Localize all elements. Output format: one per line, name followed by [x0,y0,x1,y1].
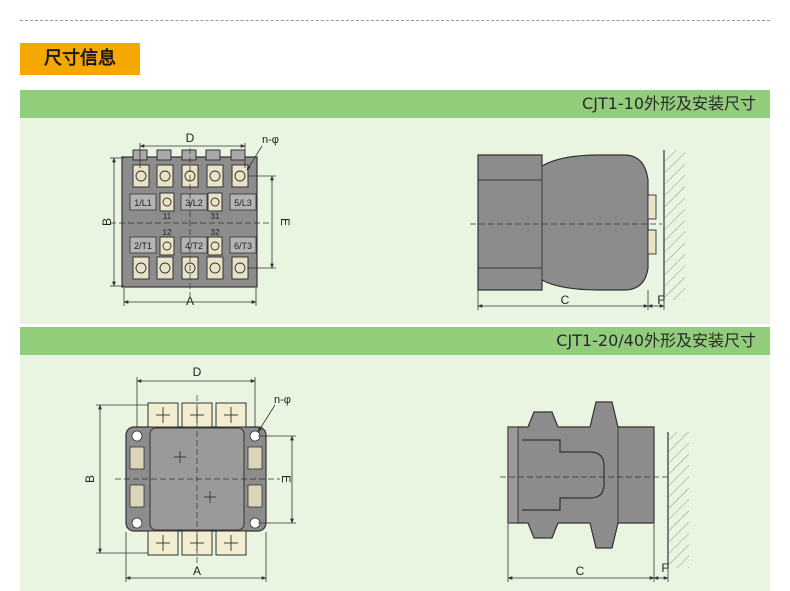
screw-heads [135,170,246,274]
side-flange [507,426,519,524]
dimension-label-f: F [657,293,664,307]
terminal-label: 4/T2 [185,241,203,251]
top-dashed-rule [20,20,770,21]
terminal-label: 3/L2 [185,198,203,208]
dimension-label-c: C [576,564,585,578]
cjt1-10-side-view: C F [470,150,685,310]
cjt1-10-front-view: 1/L1 3/L2 5/L3 2/T1 4/T2 6/T3 11 31 12 3… [100,131,292,308]
contact-label: 12 [163,228,172,237]
coil-outline [522,439,605,478]
center-lines [110,148,270,296]
terminal-label: 5/L3 [234,198,252,208]
page-title: 尺寸信息 [20,43,140,75]
cjt1-20-40-front-view: D A B E n-φ [83,365,296,582]
hole-label: n-φ [262,134,279,146]
contact-label: 31 [211,212,220,221]
wall-hatching [665,150,685,300]
contact-label: 32 [211,228,220,237]
cjt1-20-40-side-view: C F [500,401,689,582]
section-header-cjt1-10: CJT1-10外形及安装尺寸 [20,90,770,118]
dimension-label-a: A [193,564,201,578]
terminal-label: 2/T1 [134,241,152,251]
terminal-label-plates [129,193,257,254]
center-lines [115,395,280,565]
wall-hatching [669,432,689,568]
dimension-lines [507,524,669,582]
hole-label: n-φ [274,394,291,406]
dimension-lines [96,377,296,582]
dimension-label-c: C [561,293,570,307]
dimension-lines [110,143,276,306]
dimension-label-f: F [661,561,668,575]
cover-marks [174,451,216,503]
dimension-lines [477,290,665,310]
section-title: CJT1-10外形及安装尺寸 [582,94,756,113]
terminal-screws [132,164,249,280]
section-header-cjt1-20-40: CJT1-20/40外形及安装尺寸 [20,327,770,355]
contact-label: 11 [163,212,172,221]
dimension-label-d: D [186,131,195,145]
dimension-label-e: E [278,218,292,226]
mounting-clip [647,194,657,220]
dimension-label-a: A [186,294,194,308]
mounting-clip [647,229,657,255]
contactor-side-body [507,401,655,549]
dimension-label-e: E [279,475,293,483]
dimension-label-b: B [100,218,114,226]
dimension-label-b: B [83,475,97,483]
contactor-side-body [477,154,649,291]
terminal-label: 6/T3 [234,241,252,251]
terminal-label: 1/L1 [134,198,152,208]
coil-outline [522,478,605,511]
aux-terminals [129,446,263,508]
dimension-label-d: D [193,365,202,379]
section-title: CJT1-20/40外形及安装尺寸 [556,331,756,350]
